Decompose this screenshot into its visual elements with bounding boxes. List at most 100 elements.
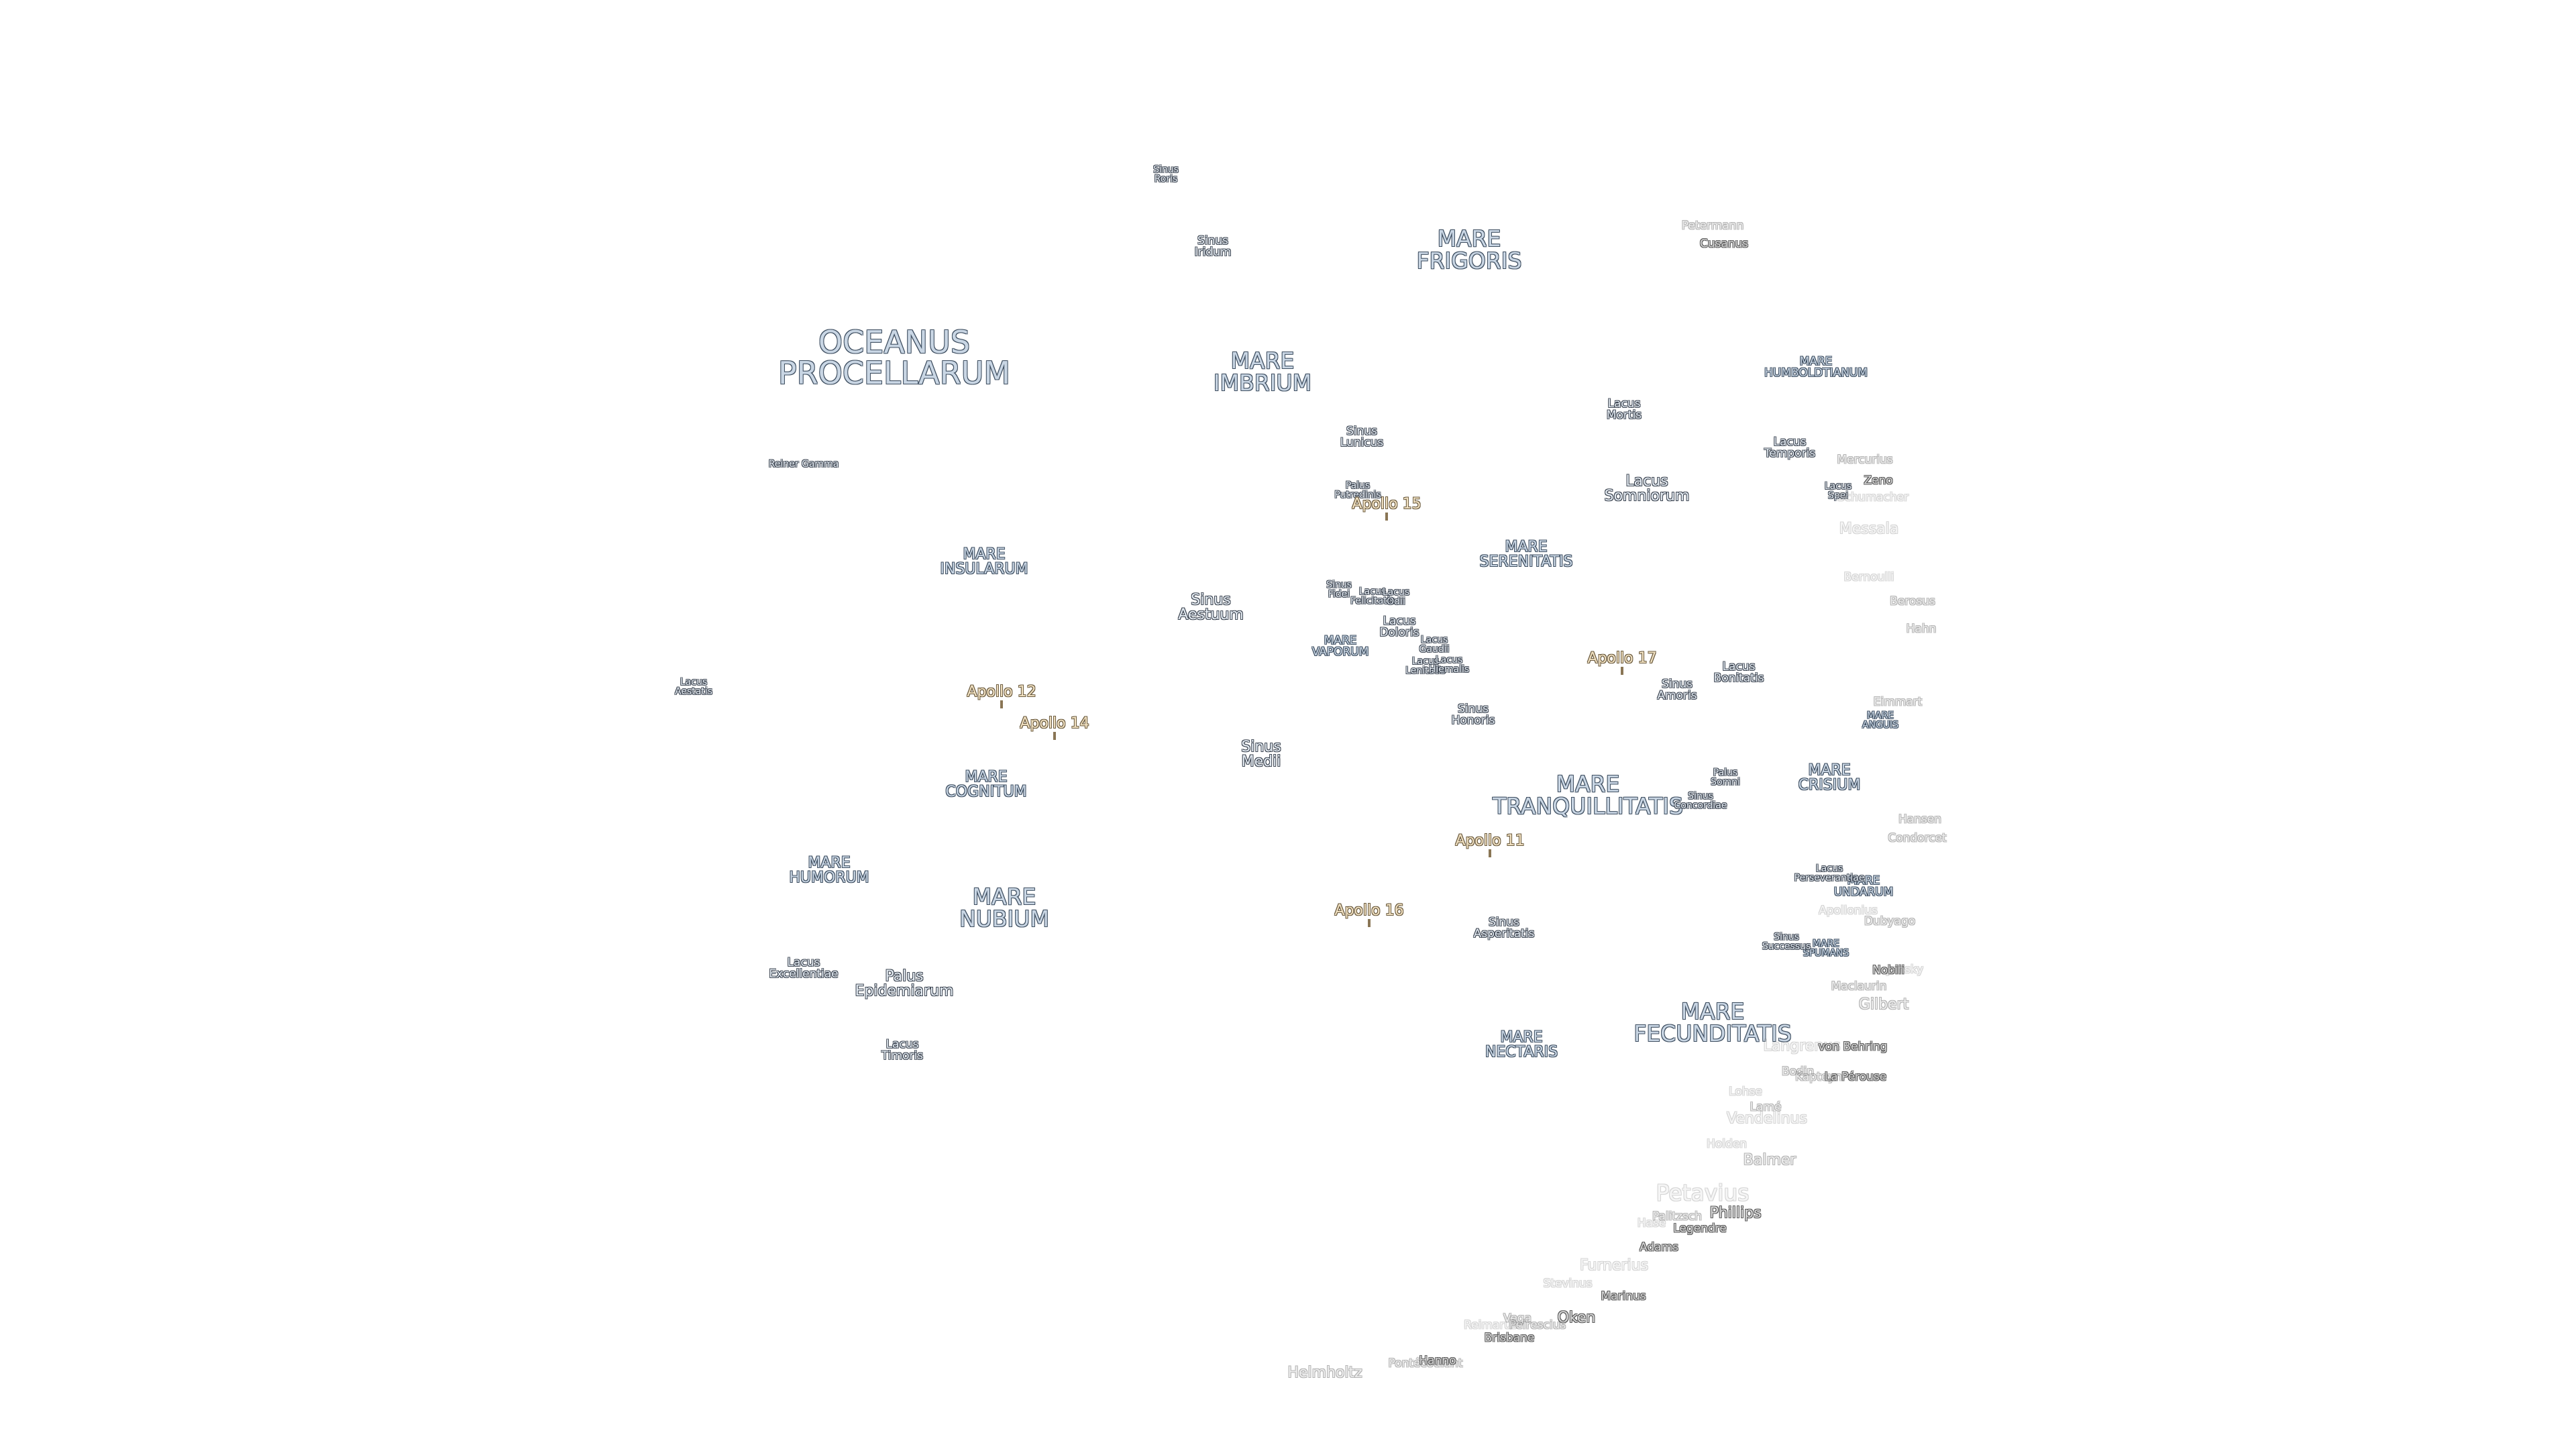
feature-label-lacus-aestatis: Lacus Aestatis bbox=[675, 677, 712, 697]
crater-label-balmer: Balmer bbox=[1743, 1152, 1796, 1169]
crater-label-hanno: Hanno bbox=[1419, 1354, 1456, 1368]
feature-label-lacus-mortis: Lacus Mortis bbox=[1606, 397, 1642, 422]
crater-label-bernoulli: Bernoulli bbox=[1843, 570, 1894, 584]
apollo-14-label: Apollo 14 bbox=[1020, 715, 1089, 732]
crater-label-oken: Oken bbox=[1557, 1309, 1596, 1326]
mare-label-insularum: MARE INSULARUM bbox=[940, 546, 1028, 578]
crater-label-phillips: Phillips bbox=[1709, 1205, 1762, 1222]
feature-label-lacus-spei: Lacus Spei bbox=[1824, 481, 1852, 501]
feature-label-palus-epidemiarum: Palus Epidemiarum bbox=[855, 968, 954, 1000]
feature-label-lacus-perseverantiae: Lacus Perseverantiae bbox=[1794, 863, 1865, 883]
feature-label-lacus-timoris: Lacus Timoris bbox=[881, 1038, 924, 1063]
crater-label-petavius: Petavius bbox=[1656, 1179, 1750, 1206]
feature-label-reiner-gamma: Reiner Gamma bbox=[768, 459, 839, 470]
crater-label-hase: Hase bbox=[1637, 1216, 1666, 1230]
feature-label-lacus-lenitatis: Lacus Lenitatis bbox=[1405, 656, 1446, 676]
crater-label-dubyago: Dubyago bbox=[1864, 914, 1916, 928]
apollo-14-marker bbox=[1053, 732, 1056, 740]
crater-label-berosus: Berosus bbox=[1890, 594, 1935, 608]
feature-label-sinus-roris: Sinus Roris bbox=[1153, 164, 1179, 184]
crater-label-legendre: Legendre bbox=[1673, 1222, 1727, 1236]
apollo-17-marker bbox=[1621, 667, 1623, 675]
feature-label-lacus-odii: Lacus Odii bbox=[1382, 587, 1410, 607]
apollo-16-label: Apollo 16 bbox=[1334, 902, 1404, 919]
crater-label-mercurius: Mercurius bbox=[1837, 453, 1893, 467]
mare-label-undarum: MARE UNDARUM bbox=[1833, 874, 1894, 899]
apollo-12-marker bbox=[1000, 700, 1003, 708]
crater-label-la-perouse: La Pérouse bbox=[1824, 1070, 1887, 1084]
apollo-12-label: Apollo 12 bbox=[967, 684, 1036, 700]
mare-label-nectaris: MARE NECTARIS bbox=[1485, 1029, 1558, 1061]
crater-label-schumacher: Schumacher bbox=[1837, 490, 1909, 504]
mare-label-crisium: MARE CRISIUM bbox=[1798, 762, 1861, 794]
crater-label-hahn: Hahn bbox=[1906, 622, 1937, 636]
crater-label-von-behring: von Behring bbox=[1818, 1040, 1888, 1054]
mare-label-imbrium: MARE IMBRIUM bbox=[1213, 347, 1312, 396]
crater-label-cusanus: Cusanus bbox=[1699, 237, 1749, 251]
mare-label-humboldtianum: MARE HUMBOLDTIANUM bbox=[1764, 355, 1868, 380]
mare-label-anguis: MARE ANGUIS bbox=[1862, 710, 1899, 731]
mare-label-frigoris: MARE FRIGORIS bbox=[1416, 225, 1522, 274]
crater-label-maclaurin: Maclaurin bbox=[1831, 979, 1887, 994]
feature-label-palus-putredinis: Palus Putredinis bbox=[1334, 480, 1381, 500]
feature-label-sinus-honoris: Sinus Honoris bbox=[1451, 702, 1495, 727]
feature-label-lacus-doloris: Lacus Doloris bbox=[1379, 614, 1419, 639]
mare-label-cognitum: MARE COGNITUM bbox=[945, 769, 1027, 800]
crater-label-bodin: Bodin bbox=[1781, 1065, 1815, 1079]
feature-label-lacus-hiemalis: Lacus Hiemalis bbox=[1428, 655, 1470, 675]
feature-label-sinus-asperitatis: Sinus Asperitatis bbox=[1473, 916, 1535, 941]
crater-label-vega: Vega bbox=[1503, 1311, 1532, 1326]
crater-label-kapteyn: Kapteyn bbox=[1794, 1070, 1843, 1084]
crater-label-messala: Messala bbox=[1839, 521, 1899, 537]
crater-label-brisbane: Brisbane bbox=[1484, 1331, 1535, 1345]
crater-label-holden: Holden bbox=[1707, 1137, 1747, 1151]
crater-label-langrenus: Langrenus bbox=[1763, 1038, 1841, 1055]
feature-label-sinus-successus: Sinus Successus bbox=[1762, 932, 1811, 952]
crater-label-stevinus: Stevinus bbox=[1543, 1277, 1593, 1291]
feature-label-sinus-lunicus: Sinus Lunicus bbox=[1340, 425, 1384, 449]
crater-label-palitzsch: Palitzsch bbox=[1652, 1210, 1702, 1224]
mare-label-vaporum: MARE VAPORUM bbox=[1311, 634, 1369, 659]
mare-label-tranquillitatis: MARE TRANQUILLITATIS bbox=[1493, 771, 1683, 819]
mare-label-nubium: MARE NUBIUM bbox=[959, 883, 1049, 932]
apollo-16-marker bbox=[1368, 919, 1371, 927]
crater-label-lohse: Lohse bbox=[1729, 1085, 1762, 1099]
feature-label-lacus-somniorum: Lacus Somniorum bbox=[1604, 473, 1690, 504]
crater-label-zeno: Zeno bbox=[1864, 474, 1893, 488]
apollo-17-label: Apollo 17 bbox=[1587, 650, 1657, 667]
crater-label-gilbert: Gilbert bbox=[1858, 996, 1909, 1013]
crater-label-vendelinus: Vendelinus bbox=[1727, 1110, 1807, 1127]
feature-label-lacus-excellentiae: Lacus Excellentiae bbox=[769, 956, 839, 981]
crater-label-petermann: Petermann bbox=[1681, 219, 1744, 233]
crater-label-eimmart: Eimmart bbox=[1873, 695, 1923, 709]
crater-label-nobili: Nobili bbox=[1872, 963, 1905, 977]
crater-label-marinus: Marinus bbox=[1601, 1289, 1646, 1303]
feature-label-lacus-felicitatis: Lacus Felicitatis bbox=[1350, 586, 1395, 606]
feature-label-lacus-temporis: Lacus Temporis bbox=[1764, 435, 1816, 460]
apollo-15-marker bbox=[1385, 513, 1388, 521]
feature-label-sinus-fidei: Sinus Fidei bbox=[1326, 580, 1352, 600]
crater-label-reimarus: Reimarus bbox=[1464, 1318, 1517, 1332]
apollo-11-label: Apollo 11 bbox=[1455, 833, 1525, 849]
feature-label-sinus-aestuum: Sinus Aestuum bbox=[1178, 592, 1244, 623]
mare-label-serenitatis: MARE SERENITATIS bbox=[1479, 539, 1573, 570]
feature-label-sinus-iridum: Sinus Iridum bbox=[1194, 234, 1232, 259]
feature-label-sinus-medii: Sinus Medii bbox=[1241, 739, 1281, 770]
crater-label-condorcet: Condorcet bbox=[1888, 831, 1947, 845]
mare-label-fecunditatis: MARE FECUNDITATIS bbox=[1633, 998, 1792, 1046]
apollo-11-marker bbox=[1489, 849, 1491, 857]
mare-label-humorum: MARE HUMORUM bbox=[789, 855, 869, 886]
feature-label-sinus-concordiae: Sinus Concordiae bbox=[1674, 791, 1727, 811]
mare-label-oceanus-procellarum: OCEANUS PROCELLARUM bbox=[777, 324, 1011, 391]
crater-label-lame: Lamé bbox=[1750, 1100, 1782, 1114]
crater-label-peirescius: Peirescius bbox=[1509, 1318, 1566, 1332]
mare-label-spumans: MARE SPUMANS bbox=[1803, 938, 1849, 959]
feature-label-palus-somni: Palus Somni bbox=[1711, 767, 1740, 788]
crater-label-furnerius: Furnerius bbox=[1579, 1257, 1649, 1274]
crater-label-hansen: Hansen bbox=[1898, 812, 1942, 826]
crater-label-jansky: Jansky bbox=[1886, 963, 1924, 977]
crater-label-pontecoulant: Pontécoulant bbox=[1388, 1356, 1463, 1371]
crater-label-helmholtz: Helmholtz bbox=[1287, 1364, 1362, 1381]
apollo-15-label: Apollo 15 bbox=[1352, 496, 1421, 513]
feature-label-sinus-amoris: Sinus Amoris bbox=[1657, 678, 1697, 702]
